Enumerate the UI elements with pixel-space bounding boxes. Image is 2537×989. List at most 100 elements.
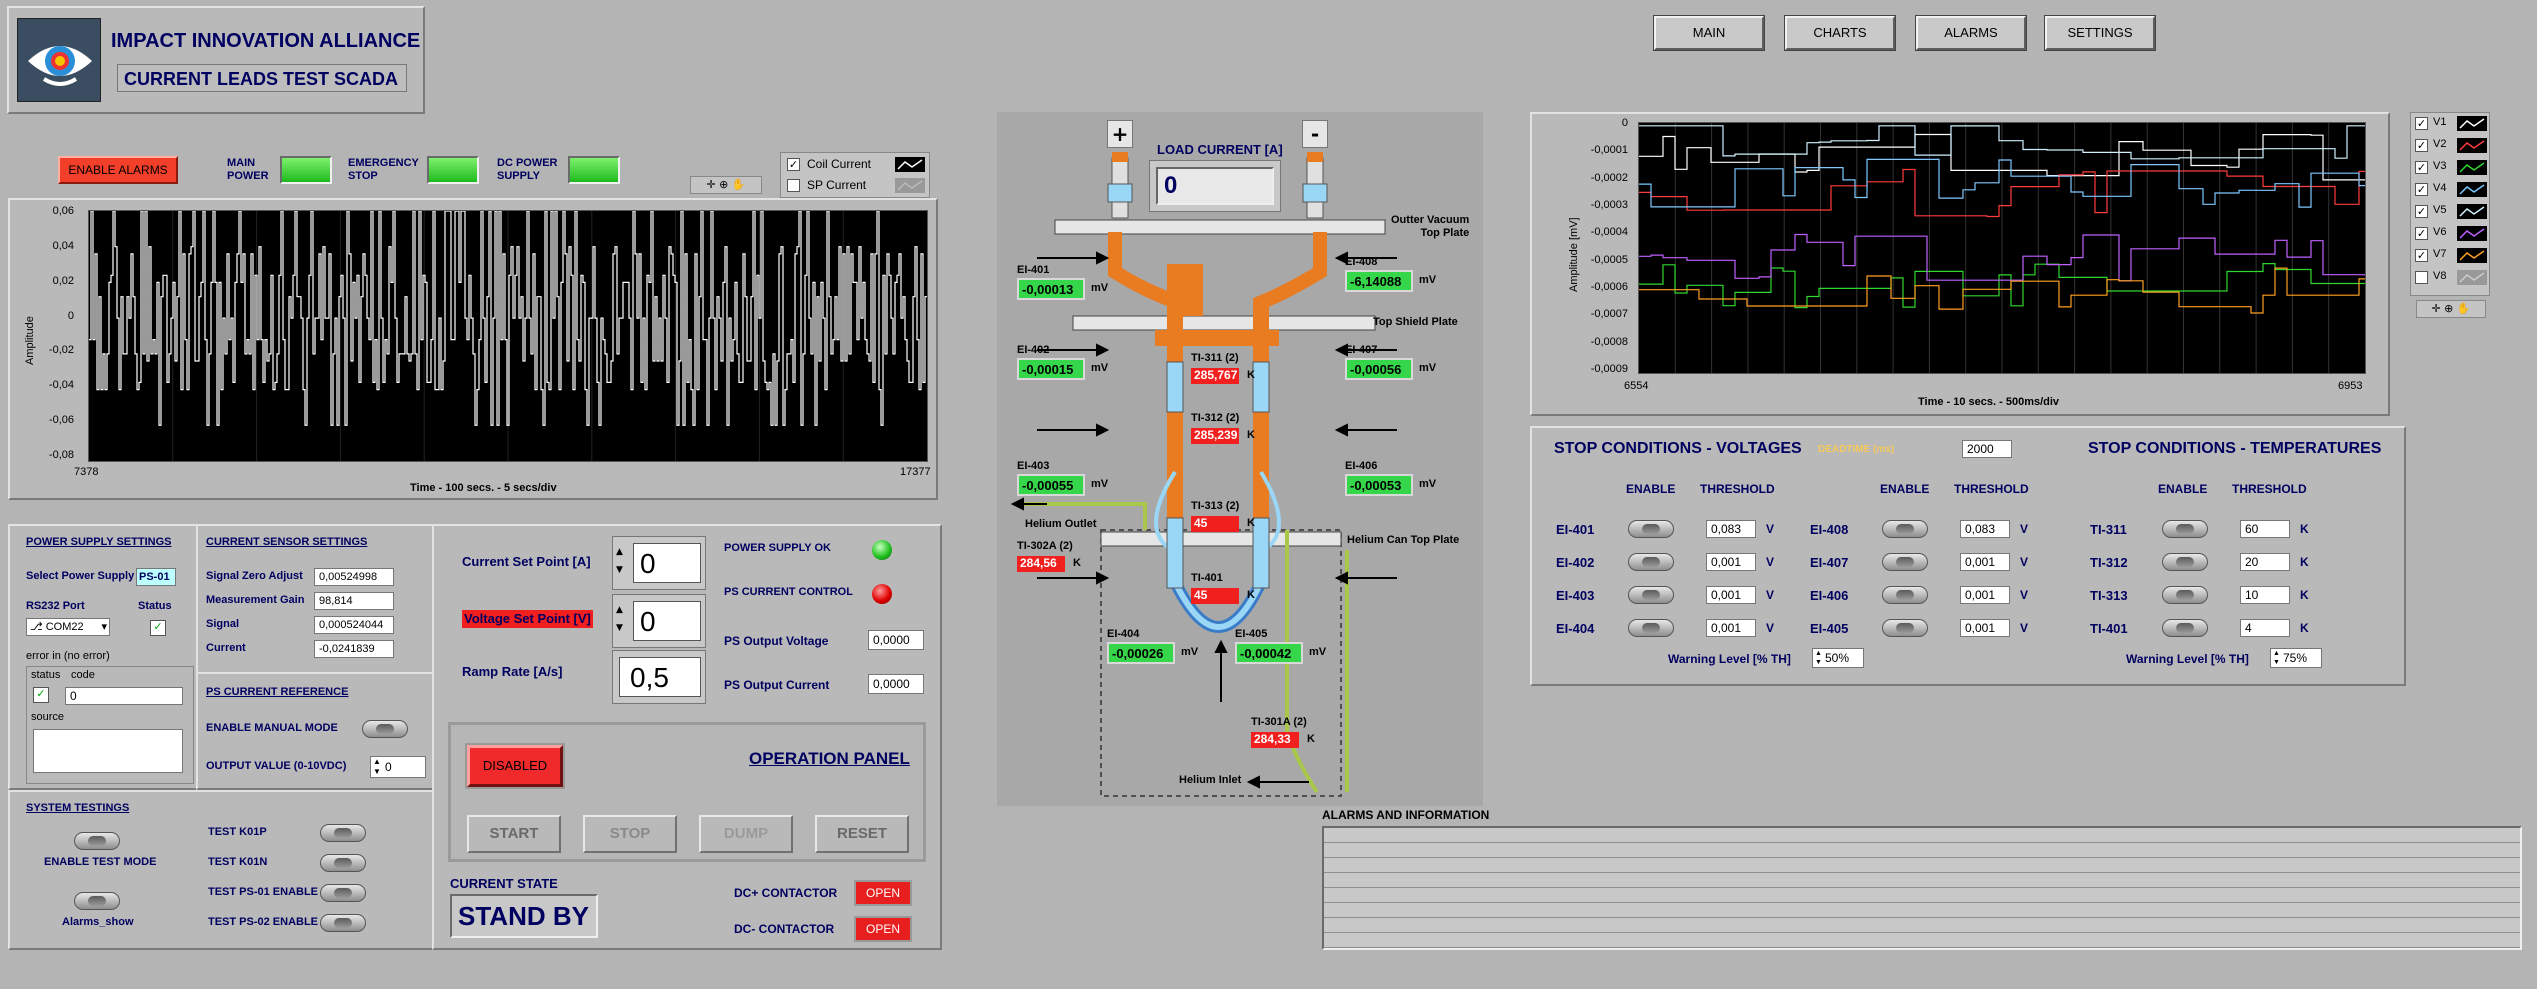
trace-checkbox[interactable]	[2415, 271, 2428, 284]
start-button[interactable]: START	[467, 815, 561, 853]
right-chart-plot[interactable]	[1638, 122, 2371, 374]
stop-condition-toggle[interactable]	[2162, 520, 2208, 538]
voltage-sp-stepper-icon[interactable]: ▲▼	[616, 605, 623, 633]
ramp-rate-control[interactable]: 0,5	[612, 650, 706, 704]
threshold-field[interactable]: 20	[2240, 553, 2290, 571]
alarms-show-toggle[interactable]	[74, 892, 120, 910]
alarms-listbox[interactable]	[1322, 826, 2522, 950]
ramp-rate-field[interactable]: 0,5	[619, 657, 701, 697]
select-ps-field[interactable]: PS-01	[136, 568, 176, 586]
right-chart-xmin: 6554	[1624, 380, 1649, 392]
stop-condition-toggle[interactable]	[1628, 553, 1674, 571]
left-chart-tools[interactable]: ✛ ⊕ ✋	[690, 176, 762, 194]
test-toggle[interactable]	[320, 824, 366, 842]
ps-current-label: PS Output Current	[724, 678, 830, 692]
dcm-contactor-label: DC- CONTACTOR	[734, 922, 835, 936]
stop-condition-toggle[interactable]	[1882, 586, 1928, 604]
stop-condition-toggle[interactable]	[1882, 619, 1928, 637]
sp-current-checkbox[interactable]	[787, 179, 800, 192]
threshold-field[interactable]: 0,083	[1706, 520, 1756, 538]
threshold-unit: V	[1766, 555, 1775, 569]
threshold-field[interactable]: 0,001	[1960, 586, 2010, 604]
main-power-label: MAIN POWER	[227, 157, 269, 182]
coil-current-checkbox[interactable]: ✓	[787, 158, 800, 171]
error-in-label: error in (no error)	[26, 650, 110, 662]
current-sp-stepper-icon[interactable]: ▲▼	[616, 547, 623, 575]
threshold-field[interactable]: 0,001	[1960, 619, 2010, 637]
stop-condition-toggle[interactable]	[1882, 553, 1928, 571]
trace-checkbox[interactable]: ✓	[2415, 161, 2428, 174]
nav-settings-button[interactable]: SETTINGS	[2045, 16, 2155, 50]
threshold-field[interactable]: 0,001	[1706, 586, 1756, 604]
sensor-value-field[interactable]: 0,00524998	[314, 568, 394, 586]
trace-checkbox[interactable]: ✓	[2415, 205, 2428, 218]
current-sp-control[interactable]: ▲▼ 0	[612, 536, 706, 590]
current-sp-field[interactable]: 0	[633, 543, 701, 583]
ei-unit: mV	[1091, 282, 1109, 294]
stop-condition-toggle[interactable]	[1628, 619, 1674, 637]
trace-checkbox[interactable]: ✓	[2415, 139, 2428, 152]
trace-checkbox[interactable]: ✓	[2415, 183, 2428, 196]
warn-t-stepper-icon[interactable]: ▲▼	[2273, 650, 2280, 666]
test-toggle[interactable]	[320, 854, 366, 872]
stop-condition-toggle[interactable]	[1628, 520, 1674, 538]
nav-alarms-button[interactable]: ALARMS	[1916, 16, 2026, 50]
warn-v-field[interactable]: ▲▼50%	[1812, 648, 1864, 668]
error-source-field[interactable]	[33, 729, 183, 773]
trace-checkbox[interactable]: ✓	[2415, 227, 2428, 240]
current-sp-label: Current Set Point [A]	[462, 554, 591, 569]
voltage-sp-field[interactable]: 0	[633, 601, 701, 641]
enable-test-toggle[interactable]	[74, 832, 120, 850]
threshold-field[interactable]: 60	[2240, 520, 2290, 538]
nav-charts-button[interactable]: CHARTS	[1785, 16, 1895, 50]
trace-checkbox[interactable]: ✓	[2415, 249, 2428, 262]
outer-plate-label: Outter Vacuum Top Plate	[1391, 214, 1470, 239]
threshold-field[interactable]: 0,083	[1960, 520, 2010, 538]
threshold-field[interactable]: 0,001	[1706, 553, 1756, 571]
right-chart-frame: Amplitude [mV] 0-0,0001-0,0002-0,0003-0,…	[1530, 112, 2390, 416]
warn-v-stepper-icon[interactable]: ▲▼	[1815, 650, 1822, 666]
reset-button[interactable]: RESET	[815, 815, 909, 853]
right-chart-xmax: 6953	[2338, 380, 2363, 392]
stop-condition-toggle[interactable]	[2162, 553, 2208, 571]
threshold-field[interactable]: 10	[2240, 586, 2290, 604]
threshold-field[interactable]: 4	[2240, 619, 2290, 637]
trace-checkbox[interactable]: ✓	[2415, 117, 2428, 130]
threshold-field[interactable]: 0,001	[1706, 619, 1756, 637]
sensor-value-field[interactable]: 0,000524044	[314, 616, 394, 634]
threshold-field[interactable]: 0,001	[1960, 553, 2010, 571]
operation-panel: Current Set Point [A] ▲▼ 0 Voltage Set P…	[432, 524, 942, 950]
stop-condition-toggle[interactable]	[2162, 619, 2208, 637]
sensor-value-field[interactable]: 98,814	[314, 592, 394, 610]
output-stepper-icon[interactable]: ▲▼	[373, 757, 381, 776]
ei-name: EI-405	[1235, 628, 1268, 640]
stop-conditions-panel: STOP CONDITIONS - VOLTAGES DEADTIME (ms)…	[1530, 426, 2406, 686]
com-port-select[interactable]: ⎇COM22 ▾	[26, 618, 110, 636]
test-toggle[interactable]	[320, 914, 366, 932]
dump-button[interactable]: DUMP	[699, 815, 793, 853]
ei-name: EI-402	[1017, 344, 1050, 356]
stop-condition-toggle[interactable]	[1882, 520, 1928, 538]
threshold-unit: V	[2020, 621, 2029, 635]
stop-button[interactable]: STOP	[583, 815, 677, 853]
right-chart-tools[interactable]: ✛ ⊕ ✋	[2416, 300, 2486, 318]
manual-mode-toggle[interactable]	[362, 720, 408, 738]
voltage-sp-control[interactable]: ▲▼ 0	[612, 594, 706, 648]
warn-t-field[interactable]: ▲▼75%	[2270, 648, 2322, 668]
plus-terminal: +	[1107, 120, 1133, 148]
t-threshold-h: THRESHOLD	[2232, 482, 2307, 496]
stop-condition-toggle[interactable]	[2162, 586, 2208, 604]
sensor-value-field[interactable]: -0,0241839	[314, 640, 394, 658]
deadtime-field[interactable]: 2000	[1962, 440, 2012, 458]
error-code-field[interactable]: 0	[65, 687, 183, 705]
trace-legend-name: V8	[2433, 270, 2447, 282]
enable-alarms-button[interactable]: ENABLE ALARMS	[58, 156, 178, 184]
left-chart-plot[interactable]	[88, 210, 928, 462]
ti-name: TI-311 (2)	[1191, 352, 1239, 364]
output-value-field[interactable]: ▲▼ 0	[370, 756, 426, 778]
load-current-box: 0	[1149, 160, 1281, 212]
test-toggle[interactable]	[320, 884, 366, 902]
nav-main-button[interactable]: MAIN	[1654, 16, 1764, 50]
disabled-button[interactable]: DISABLED	[467, 745, 563, 787]
stop-condition-toggle[interactable]	[1628, 586, 1674, 604]
